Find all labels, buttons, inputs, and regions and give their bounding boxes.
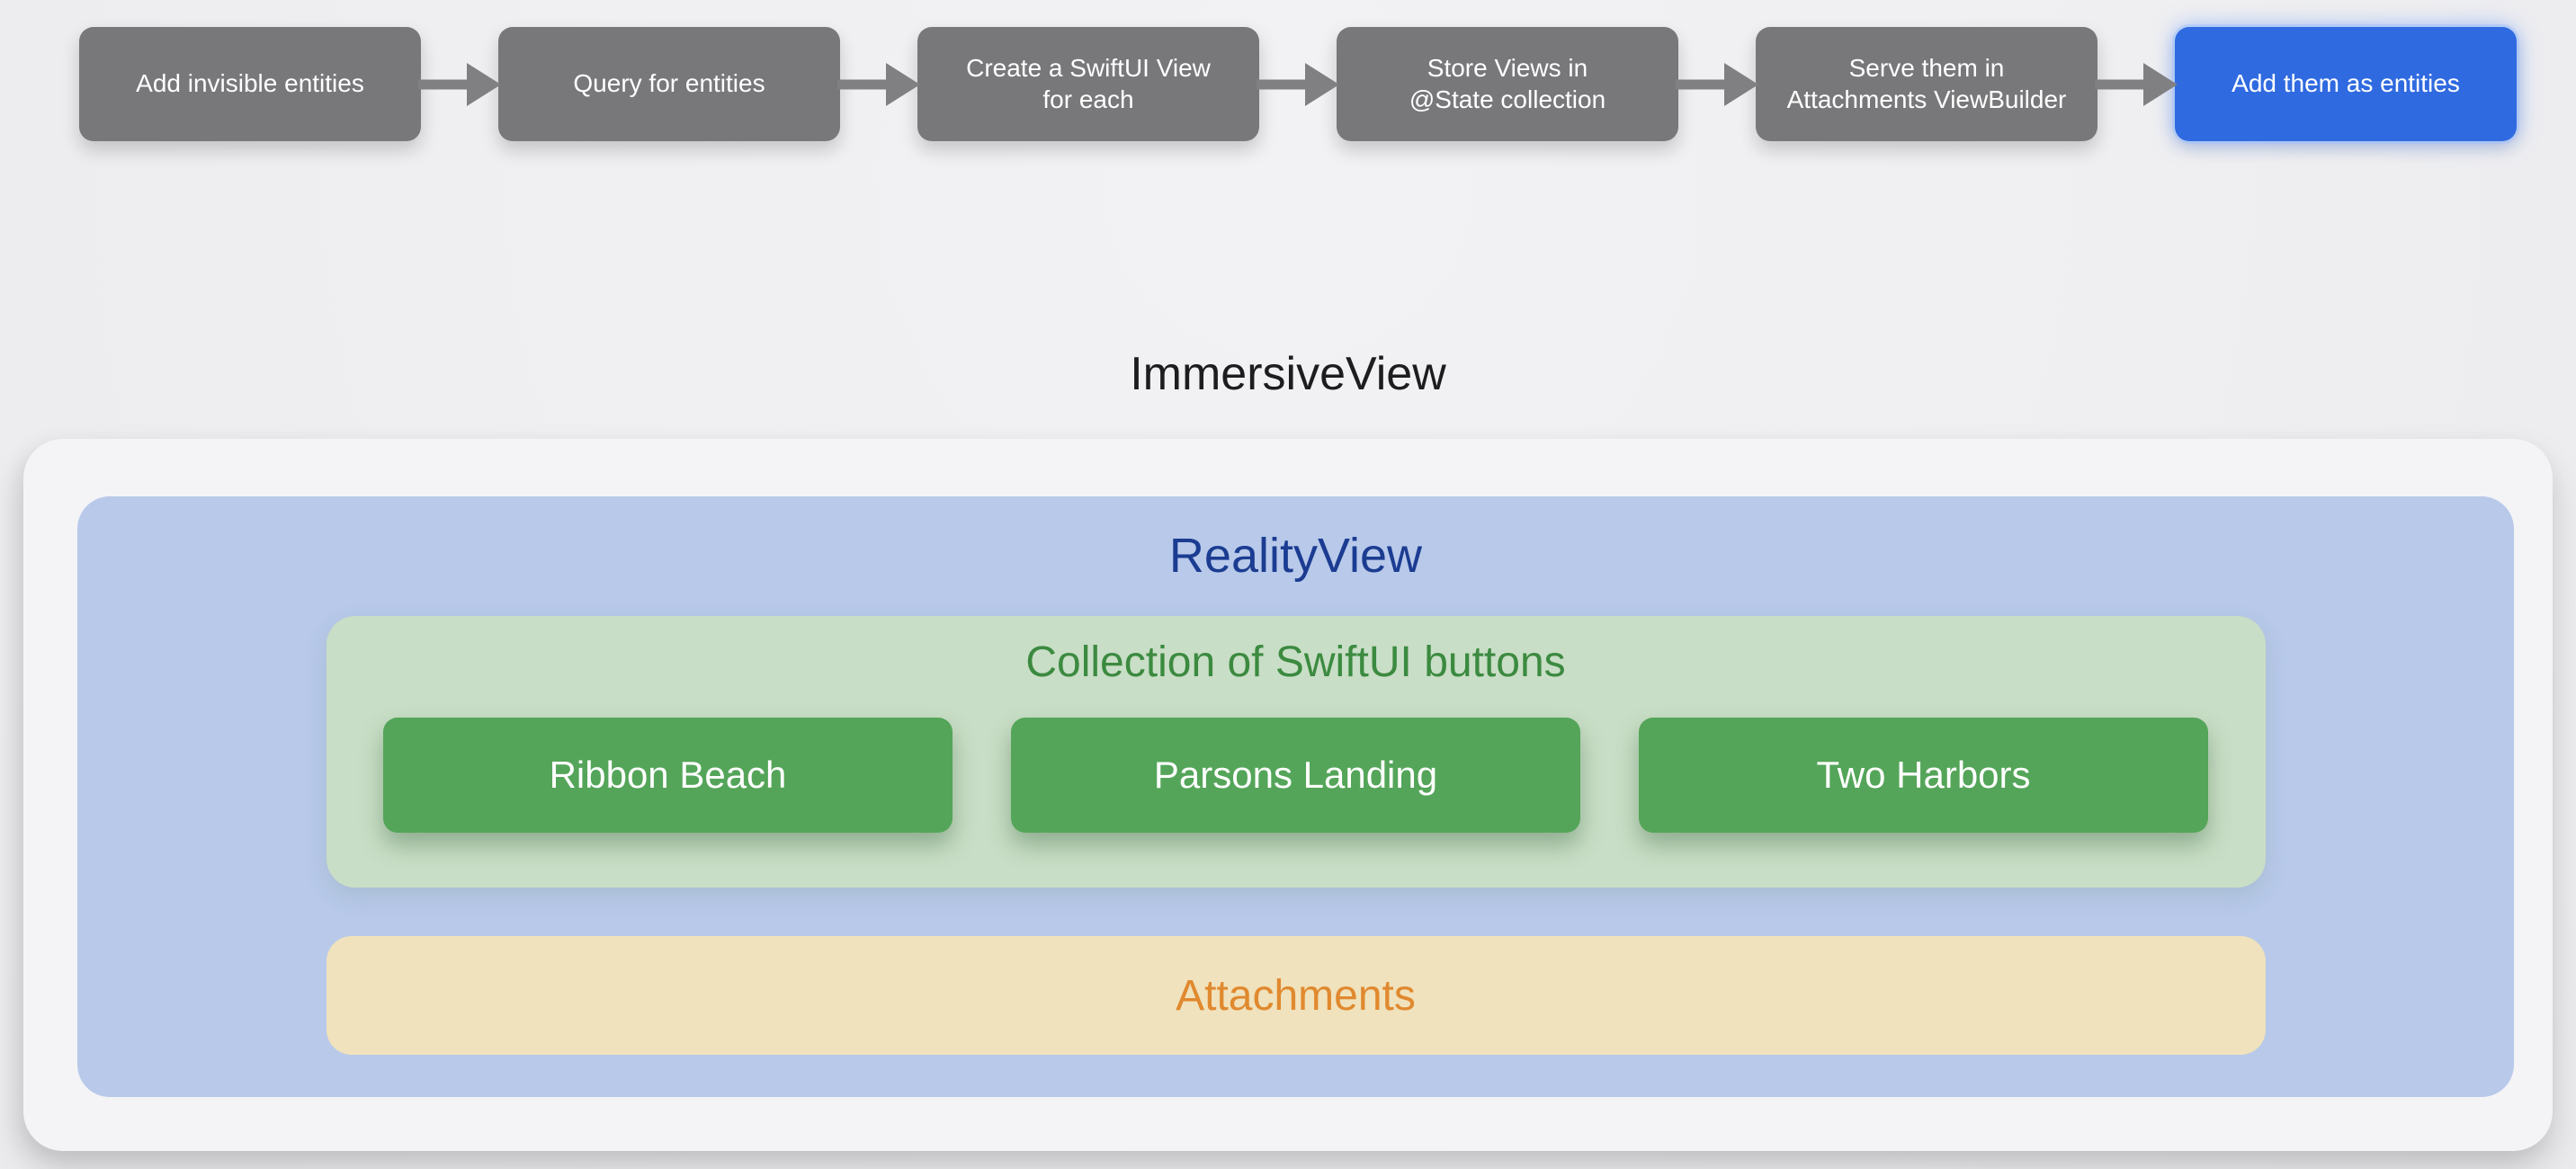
flow-step-query-for-entities: Query for entities: [498, 27, 840, 141]
arrow-right-icon: [1257, 27, 1339, 141]
arrow-right-icon: [837, 27, 920, 141]
flow-step-add-them-as-entities: Add them as entities: [2175, 27, 2517, 141]
attachments-label: Attachments: [1176, 971, 1416, 1020]
immersive-view-title: ImmersiveView: [1130, 348, 1446, 400]
attachments-panel: Attachments: [326, 936, 2266, 1055]
two-harbors-button[interactable]: Two Harbors: [1639, 718, 2208, 833]
arrow-right-icon: [1676, 27, 1758, 141]
swiftui-buttons-title: Collection of SwiftUI buttons: [1025, 638, 1566, 686]
flow-step-create-swiftui-view: Create a SwiftUI View for each: [917, 27, 1259, 141]
flow-step-add-invisible-entities: Add invisible entities: [79, 27, 421, 141]
flow-step-store-views-in-state: Store Views in @State collection: [1337, 27, 1678, 141]
arrow-right-icon: [418, 27, 501, 141]
parsons-landing-button[interactable]: Parsons Landing: [1011, 718, 1580, 833]
swiftui-buttons-panel: Collection of SwiftUI buttons Ribbon Bea…: [326, 616, 2266, 888]
arrow-right-icon: [2095, 27, 2178, 141]
ribbon-beach-button[interactable]: Ribbon Beach: [383, 718, 953, 833]
reality-view-label: RealityView: [1168, 529, 1423, 583]
reality-view-panel: RealityView Collection of SwiftUI button…: [77, 496, 2514, 1097]
buttons-row: Ribbon Beach Parsons Landing Two Harbors: [383, 718, 2208, 833]
flow-step-serve-in-attachments-viewbuilder: Serve them in Attachments ViewBuilder: [1756, 27, 2097, 141]
immersive-view-panel: RealityView Collection of SwiftUI button…: [23, 439, 2553, 1151]
flow-diagram: Add invisible entities Query for entitie…: [79, 27, 2517, 141]
